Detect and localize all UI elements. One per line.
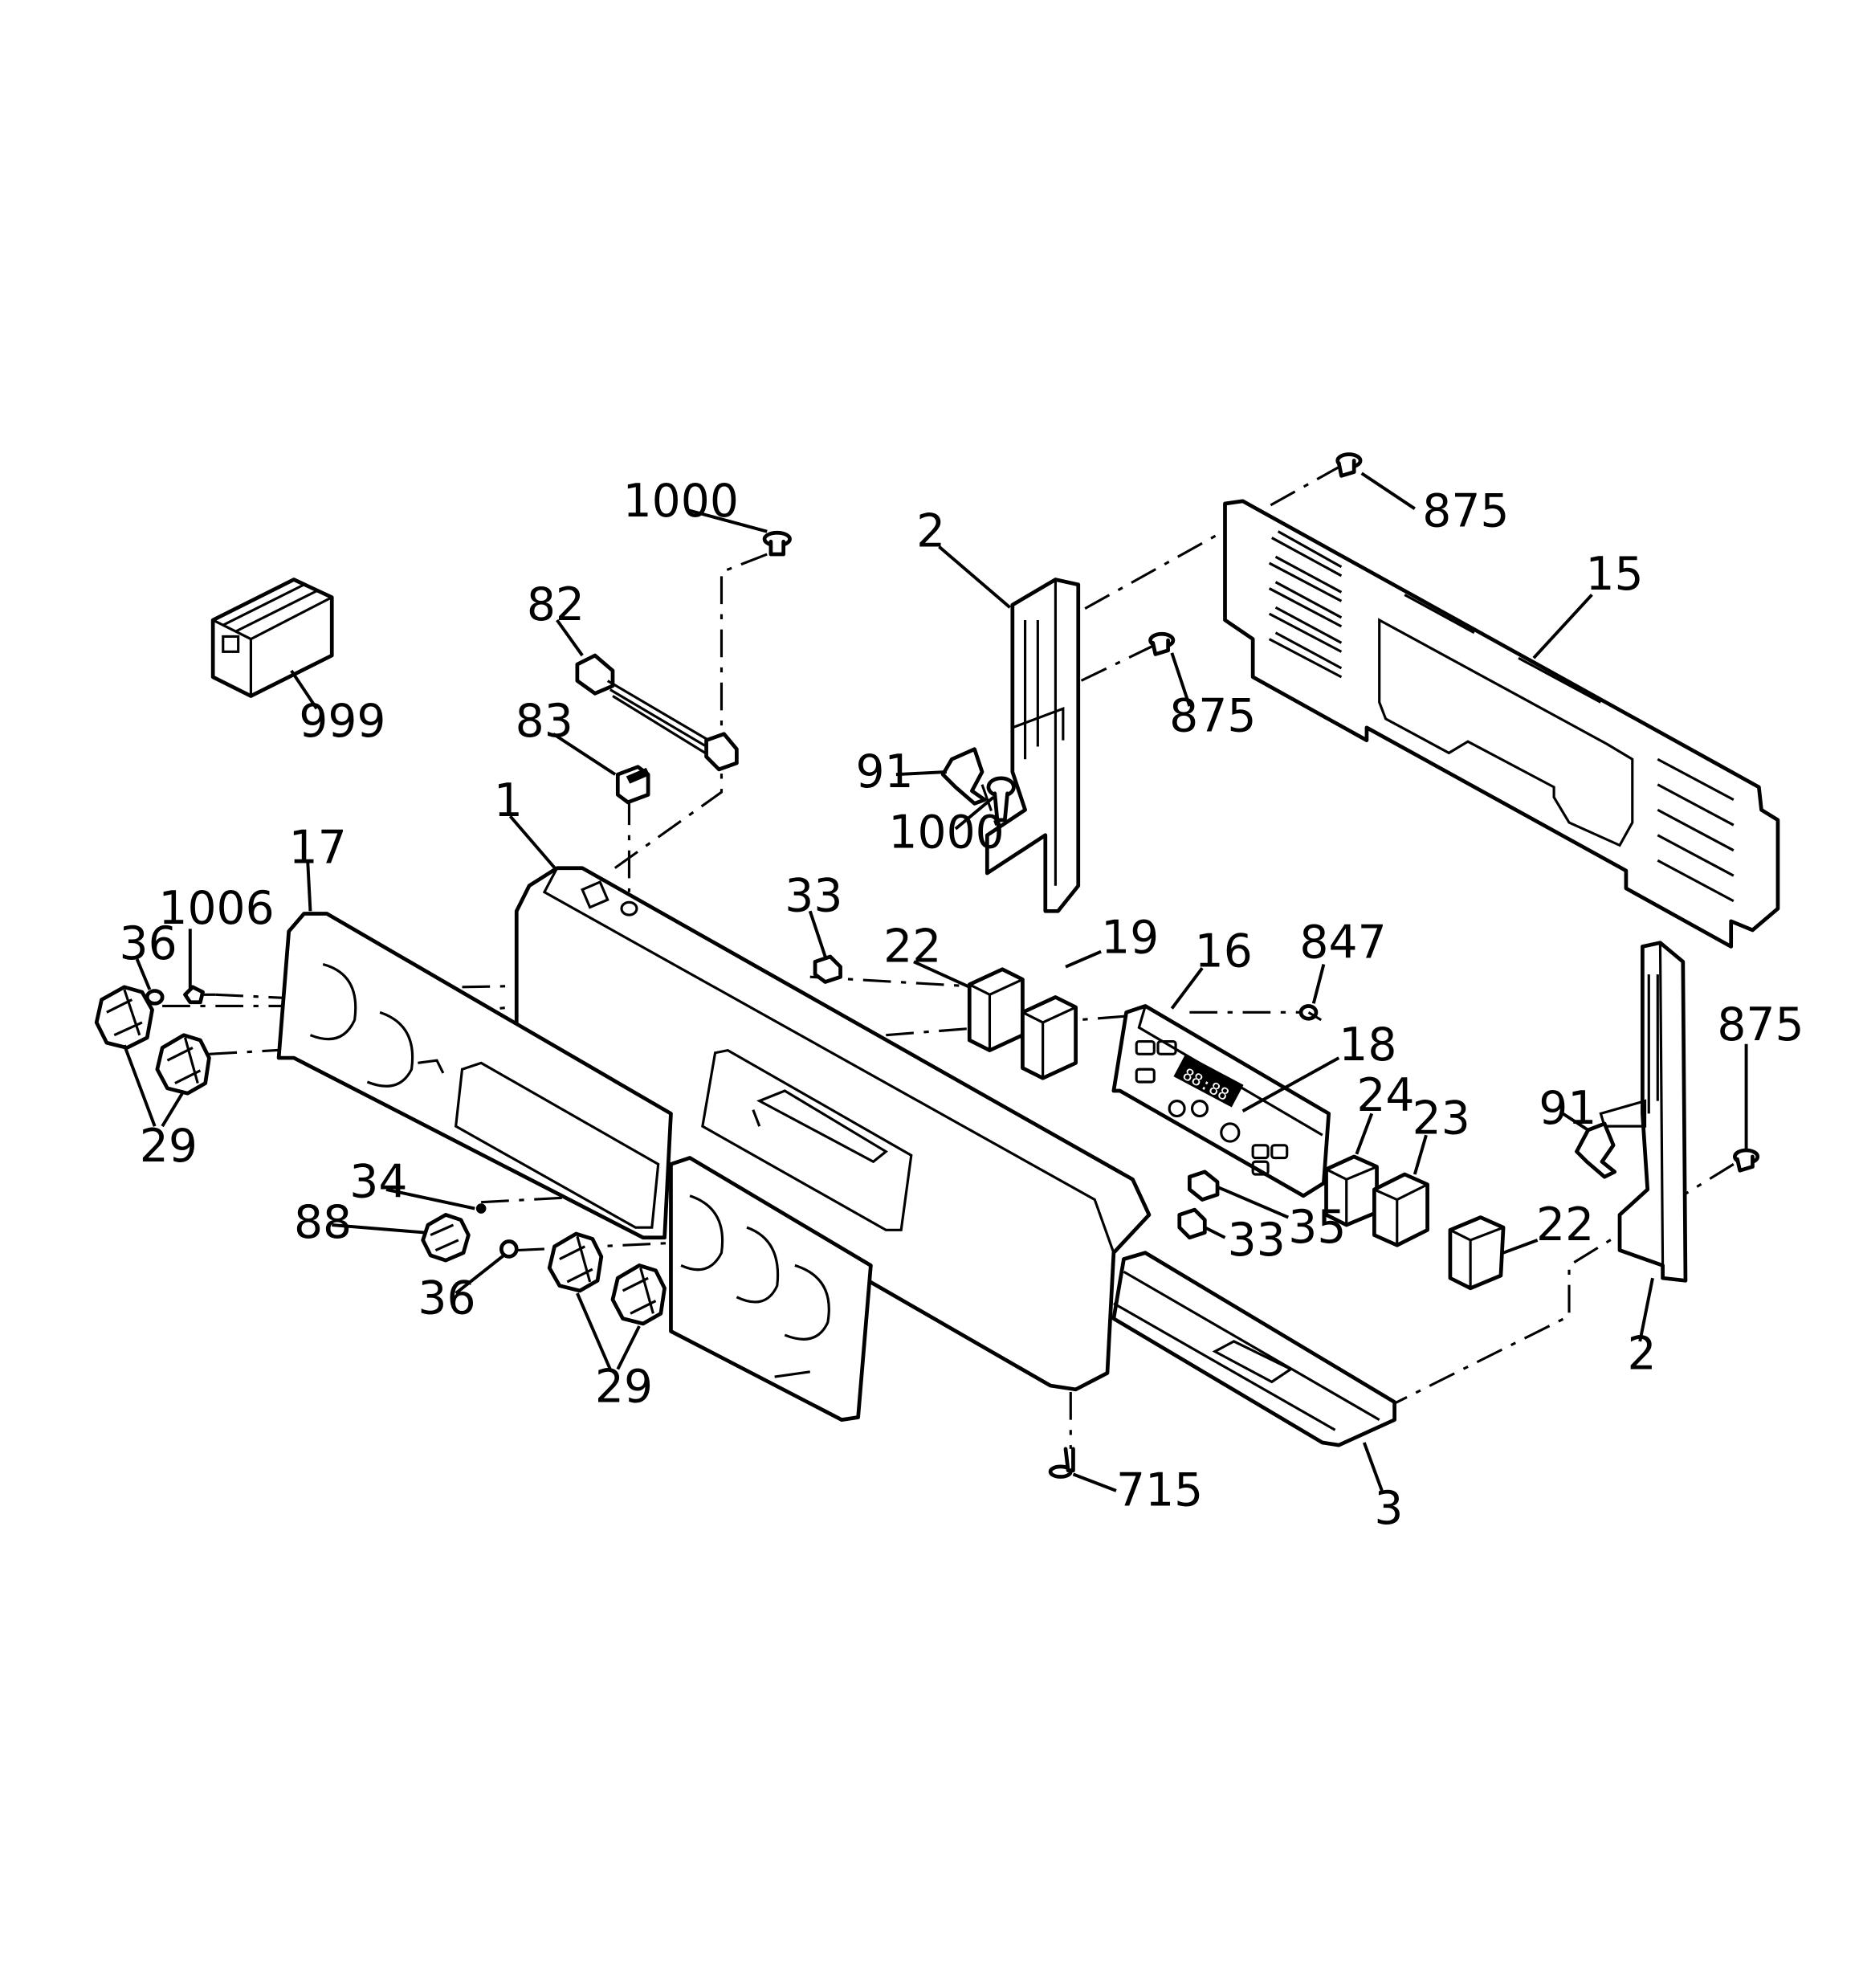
- callout-2-right: 2: [1627, 1328, 1656, 1381]
- switch-23: [1372, 1172, 1429, 1247]
- knob-88: [421, 1213, 471, 1263]
- callout-1006: 1006: [158, 882, 274, 935]
- callout-715: 715: [1116, 1464, 1203, 1517]
- callout-34: 34: [349, 1155, 407, 1208]
- callout-999: 999: [299, 695, 385, 748]
- callout-labels: 1000 82 83 999 2 91 1000 875 875 15 1 17…: [120, 475, 1804, 1535]
- callout-33-lower: 33: [1228, 1214, 1286, 1267]
- callout-83: 83: [516, 695, 573, 748]
- callout-22-upper: 22: [883, 920, 941, 973]
- overlay-lower: [669, 1156, 873, 1422]
- callout-36-lower: 36: [418, 1272, 475, 1325]
- spacer-34: [475, 1203, 487, 1214]
- literature-box: [210, 578, 334, 698]
- rear-shield: [1223, 499, 1780, 949]
- callout-1: 1: [494, 774, 523, 827]
- callout-22-lower: 22: [1536, 1198, 1594, 1251]
- callout-1000-mid: 1000: [888, 806, 1004, 859]
- knob-29-upper-b: [155, 1033, 211, 1096]
- callout-29-upper: 29: [140, 1120, 198, 1173]
- screw-1000-top: [762, 530, 792, 557]
- switch-22-lower: [1448, 1215, 1506, 1291]
- callout-18: 18: [1339, 1018, 1396, 1072]
- clip-91-left: [940, 747, 987, 806]
- callout-3: 3: [1374, 1482, 1403, 1535]
- callout-82: 82: [527, 578, 585, 631]
- wire-harness: [575, 653, 739, 772]
- callout-23: 23: [1413, 1092, 1470, 1145]
- callout-33-upper: 33: [785, 869, 842, 922]
- switch-19: [1021, 995, 1078, 1080]
- side-bracket-right: [1599, 941, 1688, 1283]
- callout-88: 88: [294, 1196, 352, 1249]
- plug-83: [615, 765, 650, 805]
- screw-1000-mid: [986, 776, 1016, 823]
- callout-36-upper: 36: [120, 917, 177, 970]
- callout-16: 16: [1195, 925, 1253, 978]
- switch-22-upper: [967, 967, 1025, 1052]
- control-board: 88:88: [1111, 1004, 1331, 1198]
- callout-875-right: 875: [1717, 998, 1804, 1051]
- screw-847: [1298, 1004, 1323, 1022]
- callout-15: 15: [1585, 548, 1643, 601]
- callout-91-right: 91: [1539, 1082, 1596, 1135]
- knob-29-upper-a: [94, 985, 154, 1050]
- screw-875-right: [1733, 1148, 1760, 1173]
- callout-1000-top: 1000: [623, 475, 739, 528]
- callout-2-left: 2: [916, 505, 945, 558]
- callout-91-left: 91: [855, 745, 913, 798]
- callout-29-lower: 29: [595, 1361, 653, 1414]
- callout-24: 24: [1356, 1069, 1414, 1122]
- clip-91-right: [1575, 1121, 1617, 1179]
- screw-875-mid: [1148, 631, 1176, 656]
- knob-36-upper: [145, 989, 165, 1006]
- callout-19: 19: [1101, 911, 1159, 964]
- callout-875-mid: 875: [1169, 690, 1256, 743]
- callout-847: 847: [1299, 916, 1386, 970]
- trim-rail: [1111, 1251, 1396, 1447]
- callout-35: 35: [1288, 1201, 1346, 1254]
- clip-35: [1188, 1170, 1220, 1202]
- clip-33-lower: [1177, 1207, 1207, 1240]
- knob-36-lower: [499, 1239, 519, 1259]
- knob-29-lower-b: [610, 1263, 667, 1326]
- leader-lines: [123, 471, 1748, 1492]
- screw-875-top: [1335, 452, 1363, 478]
- overlay-upper: [276, 912, 673, 1240]
- side-bracket-left: [984, 578, 1081, 913]
- clip-33-upper: [813, 954, 842, 984]
- callout-17: 17: [289, 821, 347, 874]
- screw-715: [1048, 1447, 1075, 1479]
- callout-875-top: 875: [1422, 484, 1509, 537]
- knob-29-lower-a: [547, 1231, 604, 1293]
